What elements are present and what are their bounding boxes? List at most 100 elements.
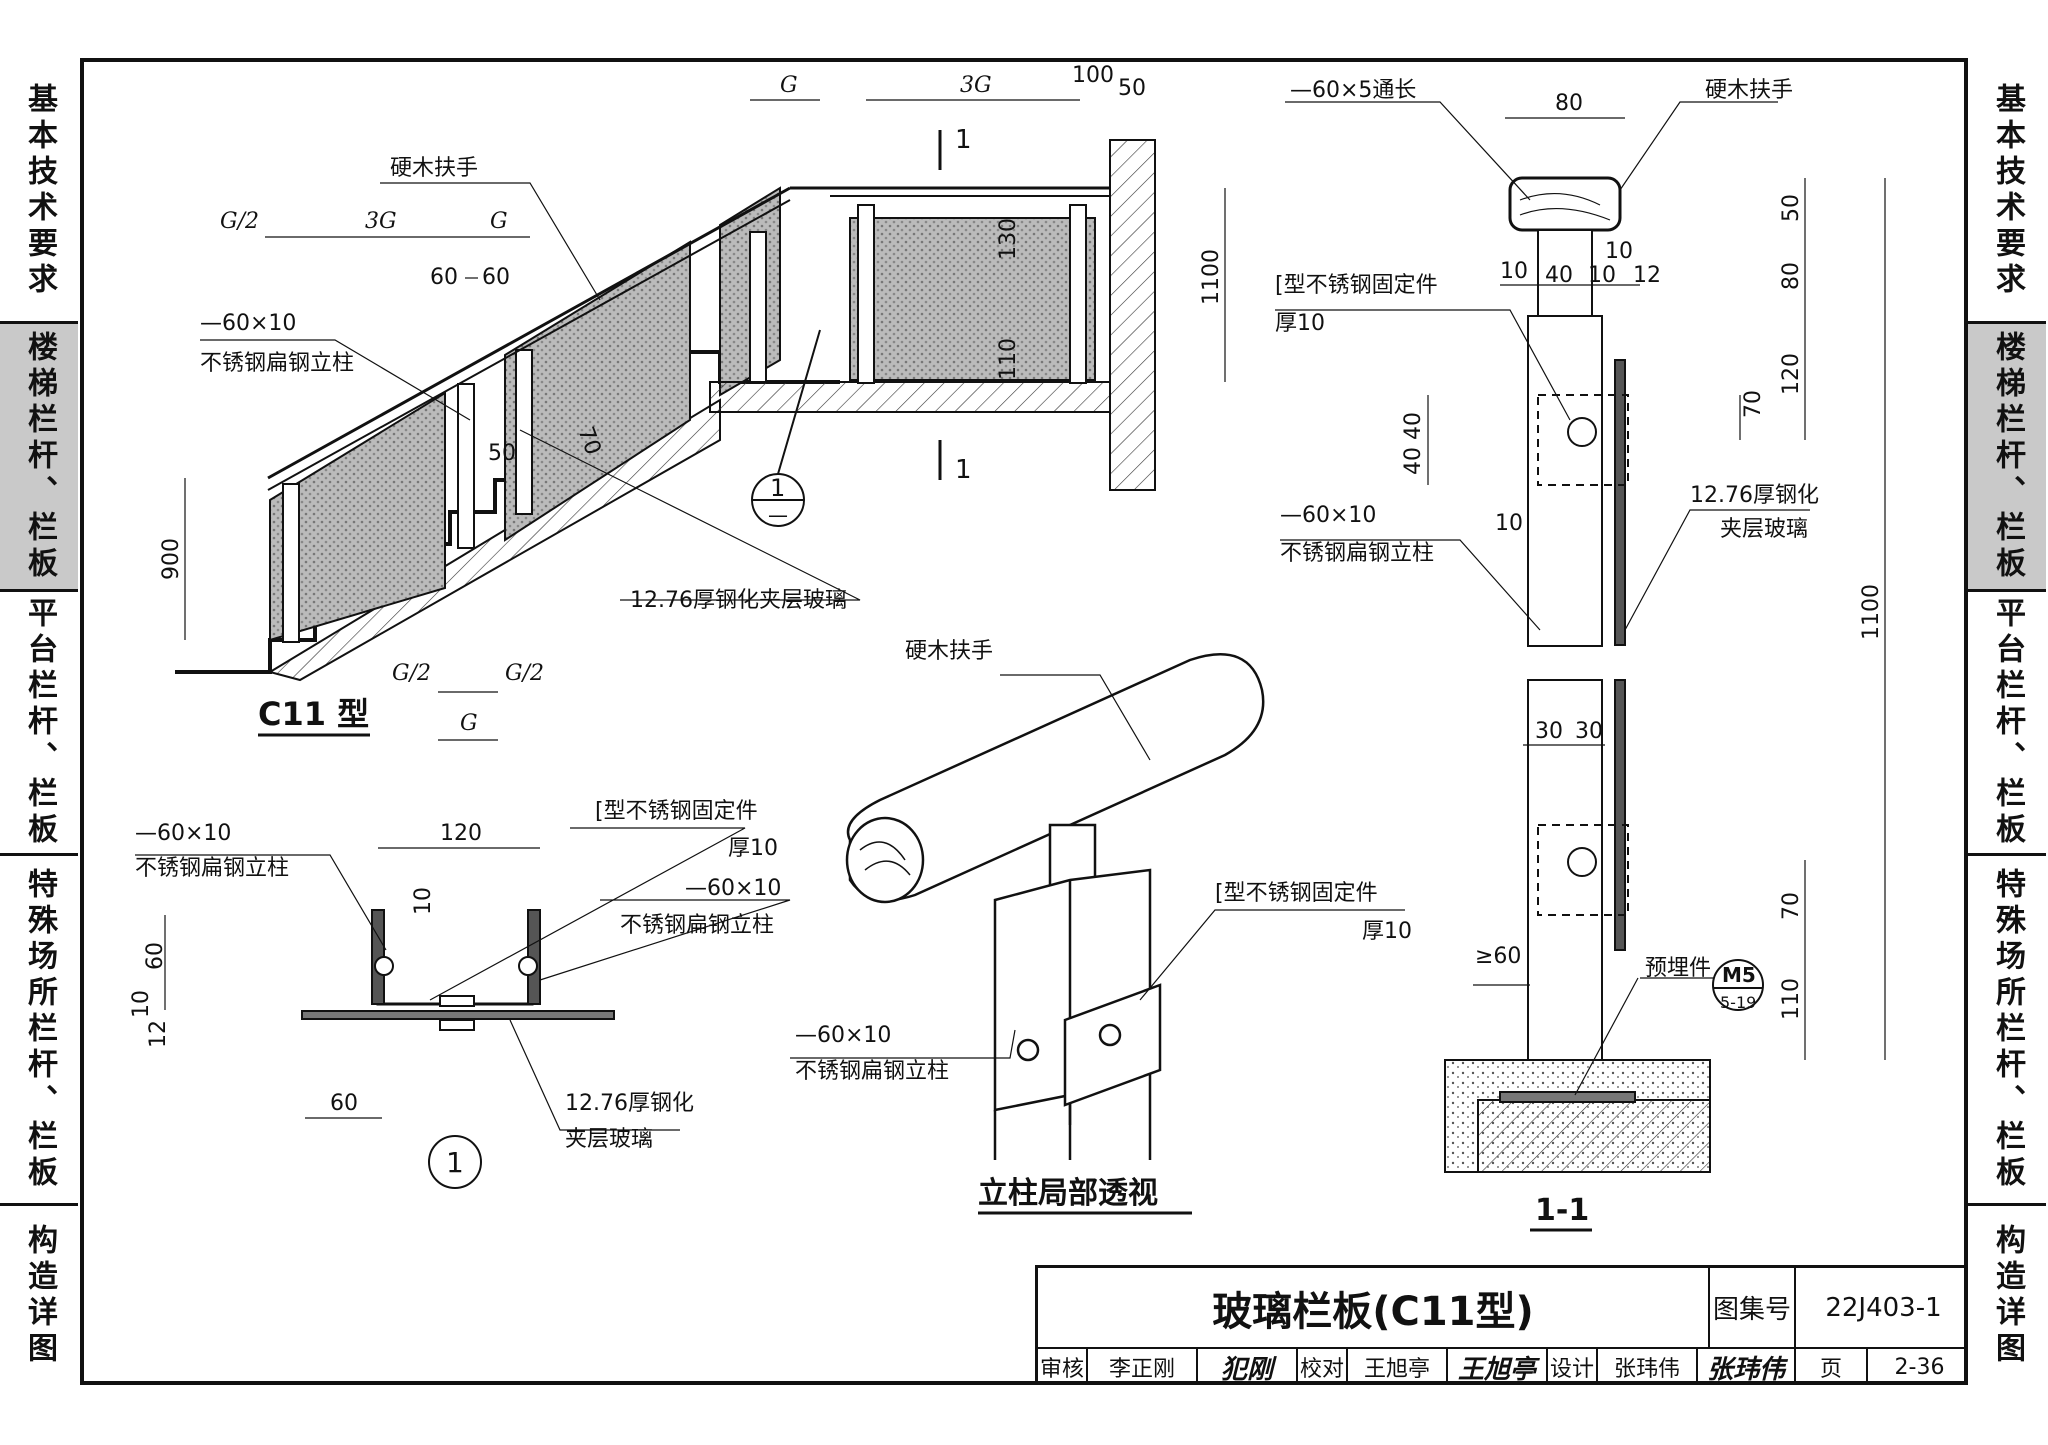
- svg-text:G/2: G/2: [505, 661, 544, 686]
- page-label: 页: [1796, 1349, 1868, 1385]
- svg-text:[型不锈钢固定件: [型不锈钢固定件: [1275, 273, 1438, 298]
- svg-text:不锈钢扁钢立柱: 不锈钢扁钢立柱: [620, 913, 774, 938]
- svg-text:厚10: 厚10: [728, 836, 778, 861]
- svg-text:1: 1: [955, 455, 972, 485]
- svg-text:G: G: [460, 711, 478, 736]
- section-tab-platform[interactable]: 平台栏杆、栏板: [1968, 592, 2046, 856]
- svg-text:50: 50: [488, 441, 516, 466]
- checker-signature: 王旭亭: [1448, 1349, 1548, 1385]
- atlas-label: 图集号: [1710, 1268, 1796, 1347]
- perspective-title: 立柱局部透视: [978, 1176, 1158, 1211]
- svg-text:12.76厚钢化: 12.76厚钢化: [1690, 483, 1819, 508]
- svg-text:—60×10: —60×10: [795, 1023, 891, 1048]
- svg-text:40: 40: [1401, 447, 1426, 475]
- glass-panel-2: [504, 240, 691, 542]
- detail-ref-number: 1: [770, 474, 785, 502]
- svg-text:10: 10: [411, 887, 436, 915]
- svg-text:[型不锈钢固定件: [型不锈钢固定件: [1215, 881, 1378, 906]
- svg-text:50: 50: [1779, 194, 1804, 222]
- elevation-handrail-label: 硬木扶手: [390, 156, 478, 181]
- svg-text:12: 12: [146, 1020, 171, 1048]
- reviewer-signature: 犯刚: [1198, 1349, 1298, 1385]
- reviewer-name: 李正刚: [1088, 1349, 1198, 1385]
- section-post-upper: [1527, 315, 1603, 647]
- svg-text:60: 60: [482, 265, 510, 290]
- svg-text:10: 10: [1605, 239, 1633, 264]
- svg-text:70: 70: [1779, 892, 1804, 920]
- svg-text:硬木扶手: 硬木扶手: [1705, 78, 1793, 103]
- svg-text:G: G: [490, 209, 508, 234]
- landing-post-2: [1069, 204, 1087, 384]
- svg-text:40: 40: [1401, 412, 1426, 440]
- svg-text:60: 60: [430, 265, 458, 290]
- svg-text:30: 30: [1535, 719, 1563, 744]
- svg-text:夹层玻璃: 夹层玻璃: [565, 1127, 653, 1152]
- svg-text:60: 60: [143, 942, 168, 970]
- left-section-index: 基本技术要求 楼梯栏杆、栏板 平台栏杆、栏板 特殊场所栏杆、栏板 构造详图: [0, 60, 80, 1385]
- section-tab-stair[interactable]: 楼梯栏杆、栏板: [1968, 324, 2046, 592]
- landing-post-1: [857, 204, 875, 384]
- svg-text:—60×10: —60×10: [1280, 503, 1376, 528]
- section-1-1: [1275, 101, 1886, 1173]
- section-tab-stair[interactable]: 楼梯栏杆、栏板: [0, 324, 78, 592]
- svg-text:120: 120: [440, 821, 482, 846]
- section-title: 1-1: [1535, 1193, 1589, 1228]
- post-4: [749, 231, 767, 383]
- section-tab-special[interactable]: 特殊场所栏杆、栏板: [1968, 856, 2046, 1206]
- svg-text:110: 110: [1779, 978, 1804, 1020]
- drawing-frame: [80, 58, 1968, 1385]
- section-glass-upper: [1614, 359, 1626, 646]
- elevation-glass-label: 12.76厚钢化夹层玻璃: [630, 588, 847, 613]
- svg-text:60: 60: [330, 1091, 358, 1116]
- section-glass-lower: [1614, 679, 1626, 951]
- svg-text:—60×10: —60×10: [135, 821, 231, 846]
- svg-text:80: 80: [1779, 262, 1804, 290]
- elevation-post-spec: —60×10: [200, 311, 296, 336]
- page-number: 2-36: [1894, 1354, 1945, 1380]
- embed-ref-sheet: 5-19: [1720, 993, 1756, 1012]
- svg-text:10: 10: [1495, 511, 1523, 536]
- svg-text:G/2: G/2: [220, 209, 259, 234]
- section-tab-detail[interactable]: 构造详图: [22, 1223, 57, 1368]
- post-perspective: [790, 653, 1405, 1160]
- svg-text:—60×10: —60×10: [685, 876, 781, 901]
- title-block: 玻璃栏板(C11型) 图集号 22J403-1 审核 李正刚 犯刚 校对 王旭亭…: [1035, 1265, 1968, 1385]
- svg-text:夹层玻璃: 夹层玻璃: [1720, 517, 1808, 542]
- svg-text:不锈钢扁钢立柱: 不锈钢扁钢立柱: [135, 856, 289, 881]
- plan-detail-number: 1: [446, 1146, 464, 1179]
- svg-text:预埋件: 预埋件: [1645, 956, 1711, 981]
- post-1: [282, 483, 300, 643]
- svg-text:不锈钢扁钢立柱: 不锈钢扁钢立柱: [795, 1059, 949, 1084]
- section-tab-platform[interactable]: 平台栏杆、栏板: [0, 592, 78, 856]
- svg-text:厚10: 厚10: [1275, 311, 1325, 336]
- elevation-post-name: 不锈钢扁钢立柱: [200, 351, 354, 376]
- section-tab-basic[interactable]: 基本技术要求: [0, 60, 78, 324]
- svg-text:1100: 1100: [1859, 584, 1884, 640]
- svg-text:120: 120: [1779, 353, 1804, 395]
- section-tab-basic[interactable]: 基本技术要求: [1968, 60, 2046, 324]
- svg-text:10: 10: [129, 990, 154, 1018]
- svg-text:12.76厚钢化: 12.76厚钢化: [565, 1091, 694, 1116]
- svg-text:100: 100: [1072, 63, 1114, 88]
- landing-glass: [849, 217, 1096, 381]
- atlas-number: 22J403-1: [1825, 1292, 1942, 1323]
- section-tab-detail[interactable]: 构造详图: [1990, 1223, 2025, 1368]
- svg-text:12: 12: [1633, 263, 1661, 288]
- embed-ref-circle: [1712, 959, 1764, 1011]
- svg-text:≥60: ≥60: [1475, 944, 1521, 969]
- designer-signature: 张玮伟: [1698, 1349, 1796, 1385]
- svg-text:1100: 1100: [1199, 249, 1224, 305]
- perspective-labels: 硬木扶手 [型不锈钢固定件 厚10 —60×10 不锈钢扁钢立柱 立柱局部透视: [795, 639, 1412, 1215]
- detail-ref-sheet: —: [768, 503, 788, 527]
- svg-text:80: 80: [1555, 91, 1583, 116]
- svg-text:3G: 3G: [960, 73, 992, 98]
- plan-detail-labels: —60×10 不锈钢扁钢立柱 [型不锈钢固定件 厚10 —60×10 不锈钢扁钢…: [129, 799, 781, 1179]
- svg-text:[型不锈钢固定件: [型不锈钢固定件: [595, 799, 758, 824]
- svg-text:硬木扶手: 硬木扶手: [905, 639, 993, 664]
- glass-strip: [301, 1010, 615, 1020]
- elevation-labels: 硬木扶手 —60×10 不锈钢扁钢立柱 12.76厚钢化夹层玻璃 C11 型 G…: [159, 63, 1224, 737]
- section-tab-special[interactable]: 特殊场所栏杆、栏板: [0, 856, 78, 1206]
- handrail-top: [267, 186, 791, 480]
- plan-detail: [135, 827, 791, 1189]
